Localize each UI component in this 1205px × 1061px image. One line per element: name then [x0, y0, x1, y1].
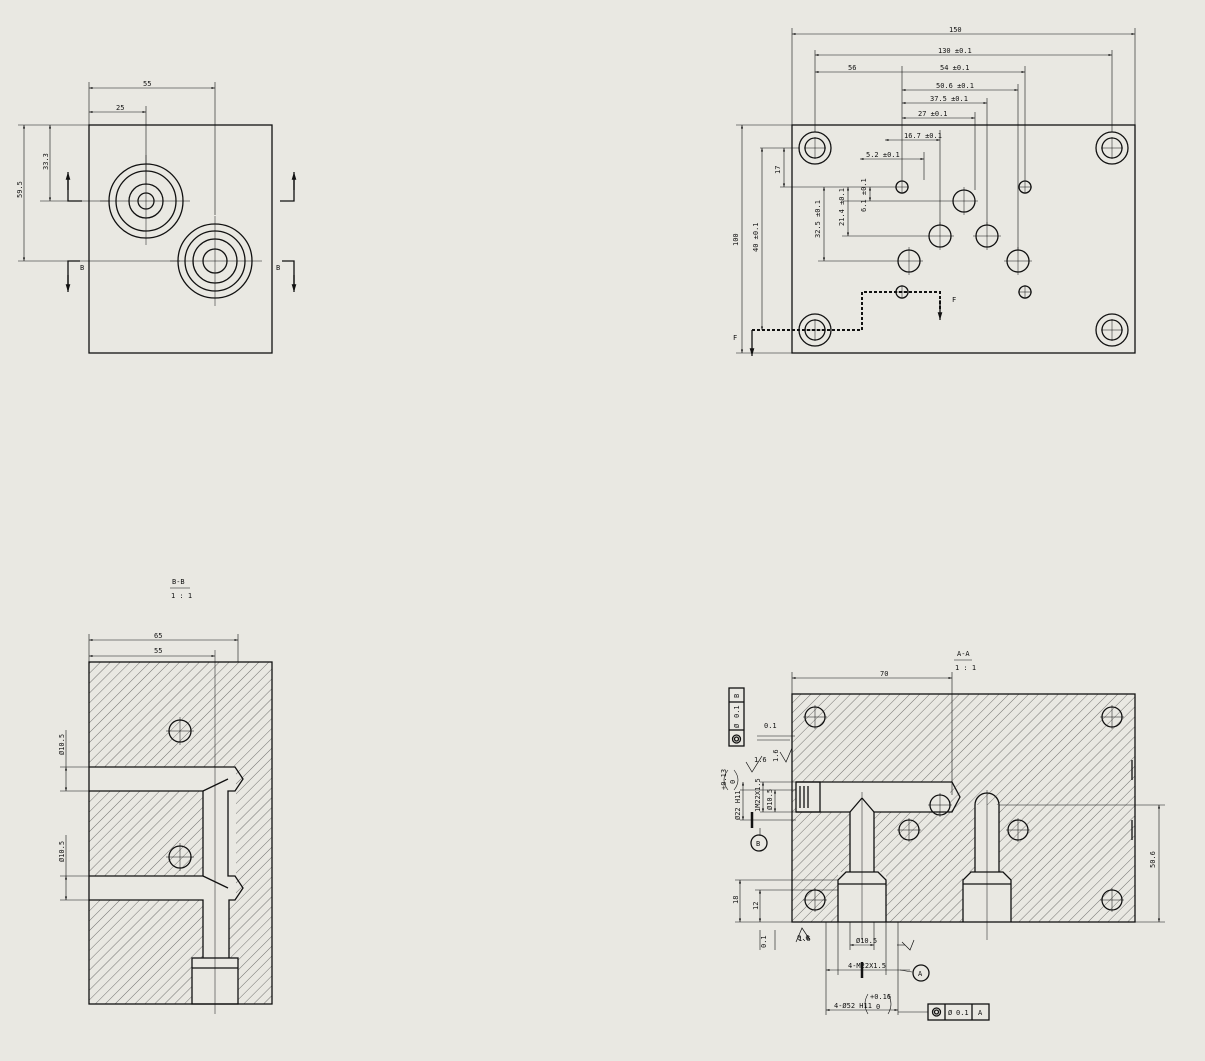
section-a-title: A-A	[957, 650, 970, 658]
section-a-dim-70: 70	[880, 670, 888, 678]
section-b-view: B-B 1 : 1	[58, 578, 273, 1014]
section-label-b-left: B	[80, 264, 84, 272]
section-b-hatch	[89, 662, 272, 1004]
fcf-bottom-symbol: Ø	[948, 1009, 953, 1017]
section-a-scale: 1 : 1	[955, 664, 976, 672]
top-dim-50-6: 50.6 ±0.1	[936, 82, 974, 90]
section-a-dim-port-bore: Ø10.5	[766, 789, 774, 810]
fcf-bottom-datum: A	[978, 1009, 983, 1017]
top-dim-32-5: 32.5 ±0.1	[814, 200, 822, 238]
section-a-chamfer: 0.6	[797, 934, 810, 942]
front-dim-port-offset: 25	[116, 104, 124, 112]
section-a-view: A-A 1 : 1	[720, 650, 1165, 1021]
top-dim-130: 130 ±0.1	[938, 47, 972, 55]
fcf-top-symbol: Ø	[733, 723, 741, 728]
section-a-dim-depth-bottom: 0.1	[760, 935, 768, 948]
section-a-tol-port-upper: +0.13	[720, 769, 728, 790]
datum-a-label: A	[918, 970, 923, 978]
datum-b-label: B	[756, 840, 760, 848]
section-b-dim-upper-bore: Ø10.5	[58, 734, 66, 755]
interior-holes	[895, 180, 1032, 299]
front-dim-width: 55	[143, 80, 151, 88]
section-a-roughness-3: 1.6	[798, 935, 811, 943]
top-dim-16-7: 16.7 ±0.1	[904, 132, 942, 140]
top-dim-17: 17	[774, 166, 782, 174]
top-dim-27: 27 ±0.1	[918, 110, 948, 118]
top-dim-100: 100	[732, 233, 740, 246]
section-a-dim-4-counterbore: 4-Ø52 H11	[834, 1002, 872, 1010]
section-a-dim-50-6: 50.6	[1149, 851, 1157, 868]
section-a-dim-4-thread: 4-M22X1.5	[848, 962, 886, 970]
top-dim-37-5: 37.5 ±0.1	[930, 95, 968, 103]
section-a-dim-18: 18	[732, 896, 740, 904]
section-a-tol-cb-lower: 0	[876, 1003, 880, 1011]
front-view: 55 25 33.3 59.5 B B	[16, 80, 297, 354]
fcf-bottom: Ø 0.1 A	[898, 1003, 990, 1021]
section-a-dim-12: 12	[752, 902, 760, 910]
top-horizontal-dims: 150 130 ±0.1 56 54 ±0.1 50.6 ±0.1 37.5 ±…	[791, 26, 1136, 250]
front-dim-port2-height: 59.5	[16, 181, 24, 198]
section-b-channels	[89, 767, 238, 1004]
section-b-scale: 1 : 1	[171, 592, 192, 600]
section-b-inner-holes	[166, 717, 194, 871]
fcf-top-datum: B	[733, 694, 741, 698]
section-a-tol-cb-upper: +0.16	[870, 993, 891, 1001]
section-a-dim-bottom-bore: Ø10.5	[856, 937, 877, 945]
port-1	[100, 155, 190, 245]
section-a-roughness-1: 1.6	[754, 756, 767, 764]
top-view-outline	[791, 124, 1136, 354]
top-dim-54: 54 ±0.1	[940, 64, 970, 72]
fcf-top-value: 0.1	[733, 705, 741, 718]
section-marker-b: B B	[65, 172, 297, 292]
section-a-dim-port-thread: 1M22X1.5	[754, 778, 762, 812]
section-label-b-right: B	[276, 264, 280, 272]
top-dim-6-1: 6.1 ±0.1	[860, 178, 868, 212]
top-view: F F 150 130 ±0.1 56 54 ±0.1	[732, 26, 1136, 356]
fcf-bottom-value: 0.1	[956, 1009, 969, 1017]
section-a-dim-depth-0-1: 0.1	[764, 722, 777, 730]
port-2	[170, 216, 262, 306]
top-dim-56: 56	[848, 64, 856, 72]
section-line-f	[752, 291, 941, 331]
top-vertical-dims: 17 100 40 ±0.1 6.1 ±0.1 21.4 ±0.1 32.5 ±…	[732, 124, 950, 354]
top-dim-40: 40 ±0.1	[752, 222, 760, 252]
section-label-f-left: F	[733, 334, 737, 342]
fcf-top: Ø 0.1 B	[728, 687, 745, 747]
section-b-title: B-B	[172, 578, 185, 586]
section-b-dim-55: 55	[154, 647, 162, 655]
top-dim-5-2: 5.2 ±0.1	[866, 151, 900, 159]
section-b-dim-lower-bore: Ø10.5	[58, 841, 66, 862]
section-a-roughness-2: 1.6	[772, 749, 780, 762]
front-view-outline	[88, 124, 273, 354]
top-dim-overall-width: 150	[949, 26, 962, 34]
section-a-dim-port-counterbore: Ø22 H11	[734, 790, 742, 820]
section-label-f-right: F	[952, 296, 956, 304]
top-dim-21-4: 21.4 ±0.1	[838, 188, 846, 226]
section-b-dim-65: 65	[154, 632, 162, 640]
section-a-tol-port-lower: 0	[729, 780, 737, 784]
front-dim-port1-height: 33.3	[42, 153, 50, 170]
corner-holes	[798, 131, 1129, 347]
